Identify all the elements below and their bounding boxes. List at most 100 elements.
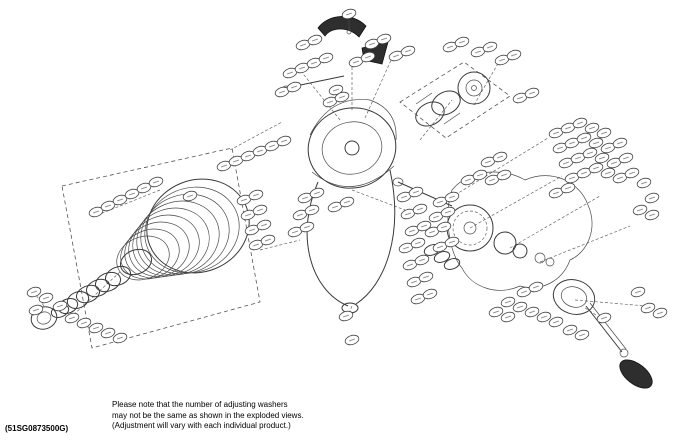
part-number-balloon — [38, 292, 54, 304]
roller-wheel — [457, 71, 491, 105]
balloon-number-text — [565, 126, 571, 130]
balloon-number-text — [245, 154, 251, 158]
leader-line — [69, 271, 121, 319]
part-number-balloon — [488, 306, 504, 318]
part-number-balloon — [286, 81, 302, 93]
part-number-balloon — [512, 301, 528, 313]
part-number-balloon — [412, 203, 428, 215]
balloon-number-text — [405, 49, 411, 53]
balloon-number-text — [413, 190, 419, 194]
balloon-number-text — [407, 263, 413, 267]
part-number-balloon — [341, 8, 357, 20]
spool-rib — [116, 235, 170, 281]
balloon-number-text — [581, 136, 587, 140]
drive-gear-hub — [463, 221, 477, 235]
part-number-balloon — [418, 271, 434, 283]
part-number-balloon — [148, 176, 164, 188]
balloon-number-text — [587, 151, 593, 155]
balloon-number-text — [623, 156, 629, 160]
balloon-number-text — [403, 246, 409, 250]
part-number-balloon — [260, 234, 276, 246]
part-number-balloon — [400, 45, 416, 57]
washer — [443, 258, 461, 270]
balloon-number-text — [641, 181, 647, 185]
balloon-number-text — [565, 186, 571, 190]
balloon-number-text — [31, 290, 37, 294]
balloon-number-text — [487, 45, 493, 49]
part-number-balloon — [500, 311, 516, 323]
balloon-number-text — [529, 91, 535, 95]
balloon-number-text — [645, 306, 651, 310]
part-number-balloon — [612, 137, 628, 149]
balloon-number-text — [485, 160, 491, 164]
balloon-number-text — [141, 186, 147, 190]
spool-rib — [120, 228, 180, 280]
part-number-balloon — [414, 254, 430, 266]
balloon-number-text — [637, 208, 643, 212]
roller-group-dashed-box — [399, 61, 511, 139]
part-number-balloon — [360, 51, 376, 63]
part-number-balloon — [248, 189, 264, 201]
balloon-number-text — [369, 42, 375, 46]
spool-rib — [136, 200, 220, 276]
part-number-balloon — [404, 225, 420, 237]
leader-line — [454, 137, 549, 196]
balloon-number-text — [427, 292, 433, 296]
footer-note-line: (Adjustment will vary with each individu… — [112, 421, 291, 430]
balloon-number-text — [601, 131, 607, 135]
balloon-number-text — [579, 333, 585, 337]
handle-assembly — [552, 279, 653, 389]
balloon-number-text — [221, 164, 227, 168]
balloon-number-text — [617, 176, 623, 180]
balloon-number-text — [409, 229, 415, 233]
part-number-balloon — [536, 311, 552, 323]
part-number-balloon — [492, 151, 508, 163]
balloon-number-text — [505, 300, 511, 304]
washer — [433, 251, 451, 263]
leader-line — [351, 189, 406, 211]
balloon-number-text — [187, 194, 193, 198]
part-number-balloon — [444, 191, 460, 203]
balloon-number-text — [312, 38, 318, 42]
balloon-number-text — [346, 12, 352, 16]
leader-line — [584, 307, 605, 321]
part-number-balloon — [524, 306, 540, 318]
balloon-number-text — [349, 338, 355, 342]
part-number-balloon — [552, 142, 568, 154]
balloon-number-text — [459, 40, 465, 44]
part-number-balloon — [482, 41, 498, 53]
balloon-number-text — [449, 240, 455, 244]
part-number-balloon — [440, 206, 456, 218]
part-number-balloon — [112, 332, 128, 344]
balloon-number-text — [233, 159, 239, 163]
part-number-balloon — [600, 142, 616, 154]
balloon-number-text — [593, 166, 599, 170]
bail-wire-left — [306, 181, 349, 307]
balloon-number-text — [465, 178, 471, 182]
part-number-balloon — [287, 226, 303, 238]
leader-line — [574, 299, 647, 307]
part-number-balloon — [100, 327, 116, 339]
balloon-number-text — [629, 171, 635, 175]
roller-body-line — [415, 92, 433, 105]
balloon-number-text — [611, 161, 617, 165]
rotor-arm-right — [369, 99, 397, 141]
leader-line — [364, 57, 393, 119]
balloon-number-text — [501, 173, 507, 177]
rotor-flange — [307, 107, 397, 189]
spool-hub — [119, 248, 153, 276]
drag-washer — [104, 265, 132, 287]
balloon-number-text — [589, 126, 595, 130]
part-number-balloon — [596, 127, 612, 139]
balloon-number-text — [105, 331, 111, 335]
balloon-number-text — [253, 193, 259, 197]
rotor-shaft-hole — [344, 140, 360, 156]
balloon-number-text — [281, 139, 287, 143]
drag-washer — [66, 291, 90, 309]
part-number-balloon — [588, 162, 604, 174]
balloon-number-text — [333, 88, 339, 92]
balloon-number-text — [649, 196, 655, 200]
balloon-number-text — [475, 50, 481, 54]
